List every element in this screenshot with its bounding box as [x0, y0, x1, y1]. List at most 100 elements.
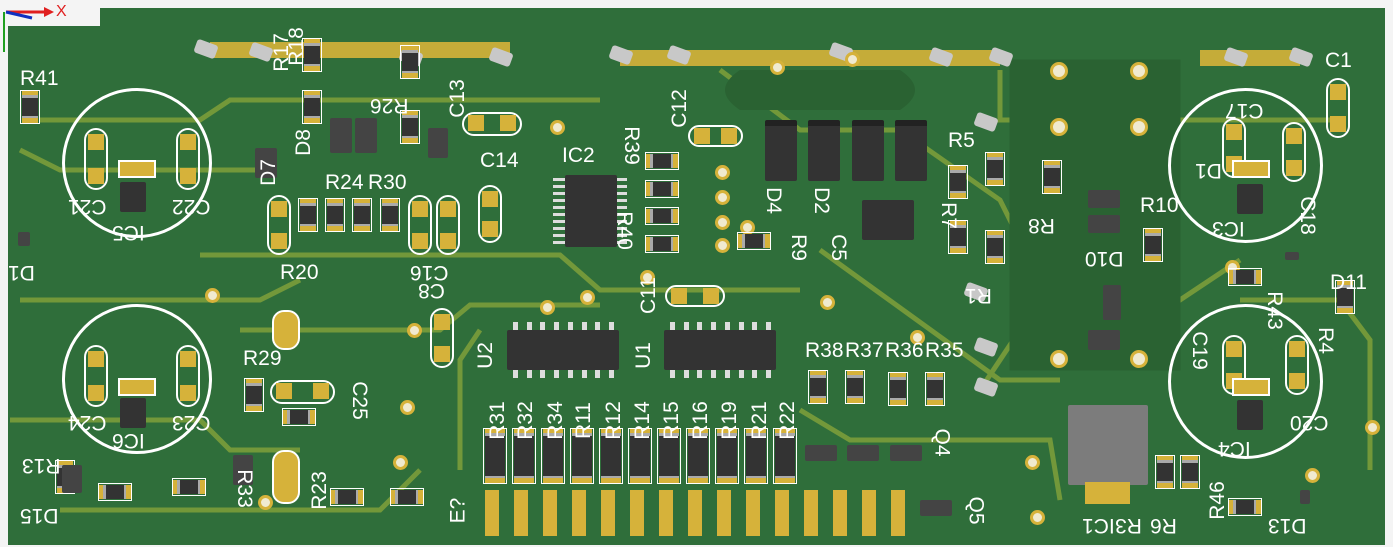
- capacitor-pad: [440, 233, 456, 249]
- silkscreen-label-r37: R37: [845, 339, 884, 362]
- transistor-sot23: [330, 118, 352, 153]
- silkscreen-label-d10: D10: [1085, 247, 1124, 270]
- resistor-body: [650, 182, 674, 196]
- silkscreen-label-r12: R12: [601, 401, 625, 440]
- resistor-1206: [744, 428, 768, 484]
- resistor-body: [543, 433, 563, 479]
- resistor-body: [327, 203, 343, 227]
- ic-footprint-ring: [1168, 88, 1323, 243]
- silkscreen-label-r35: R35: [925, 339, 964, 362]
- silkscreen-label-r21: R21: [747, 401, 771, 440]
- silkscreen-label-d15: D15: [20, 504, 59, 527]
- mounting-pad: [1050, 350, 1068, 368]
- silkscreen-label-ic1: IC1: [1082, 514, 1115, 537]
- ic-pin: [553, 241, 565, 244]
- capacitor: [84, 345, 108, 407]
- silkscreen-label-r3: R3: [1115, 514, 1142, 537]
- transistor-sot23: [1300, 490, 1310, 504]
- diode-smd: [765, 120, 797, 181]
- ic-pin: [617, 234, 627, 237]
- silkscreen-label-r20: R20: [280, 261, 319, 284]
- capacitor: [430, 308, 454, 368]
- silkscreen-label-ic3: IC3: [1212, 217, 1245, 240]
- capacitor-pad: [180, 168, 196, 184]
- edge-connector-finger: [746, 490, 760, 536]
- ic-pin: [553, 234, 565, 237]
- ic-pin: [553, 227, 565, 230]
- resistor-1206: [302, 90, 322, 124]
- resistor-1206: [1143, 228, 1163, 262]
- resistor-body: [659, 433, 679, 479]
- ic-pin: [554, 322, 560, 330]
- transistor-sot23: [1285, 252, 1299, 260]
- trace: [798, 407, 1063, 501]
- regulator-tab: [1085, 482, 1130, 504]
- capacitor-pad: [180, 351, 196, 367]
- resistor-1206: [985, 152, 1005, 186]
- silkscreen-label-r4: R4: [1313, 327, 1337, 354]
- capacitor-pad: [180, 385, 196, 401]
- via: [407, 323, 422, 338]
- resistor-1206: [1228, 268, 1262, 286]
- silkscreen-label-r24: R24: [325, 171, 364, 194]
- silkscreen-label-r34: R34: [543, 401, 567, 440]
- led-pad: [1232, 378, 1270, 396]
- resistor-body: [650, 154, 674, 168]
- sot-regulator: [120, 398, 146, 428]
- silkscreen-label-r26: R26: [370, 94, 409, 117]
- capacitor: [176, 128, 200, 190]
- via: [258, 495, 273, 510]
- transistor-sot23: [18, 232, 30, 246]
- ic-footprint-ring: [1168, 304, 1323, 459]
- resistor-body: [810, 375, 826, 399]
- silkscreen-label-q5: Q5: [964, 496, 988, 525]
- capacitor: [436, 195, 460, 255]
- silkscreen-label-r36: R36: [885, 339, 924, 362]
- silkscreen-label-c5: C5: [826, 234, 850, 261]
- ic-pin: [540, 370, 546, 378]
- ic-ic2: [565, 175, 617, 247]
- edge-connector-finger: [688, 490, 702, 536]
- ic-pin: [526, 370, 532, 378]
- resistor-1206: [172, 478, 206, 496]
- silkscreen-label-c8: C8: [418, 279, 445, 302]
- resistor-1206: [244, 378, 264, 412]
- ic-pin: [595, 322, 601, 330]
- silkscreen-label-c11: C11: [636, 277, 660, 314]
- edge-connector-finger: [543, 490, 557, 536]
- silkscreen-label-r11: R11: [571, 402, 595, 439]
- trace: [818, 247, 1060, 383]
- resistor-body: [927, 377, 943, 401]
- capacitor: [270, 380, 335, 404]
- resistor-body: [1233, 500, 1257, 514]
- capacitor: [1285, 335, 1309, 395]
- ic-pin: [609, 322, 614, 330]
- resistor-body: [987, 235, 1003, 259]
- resistor-1206: [298, 198, 318, 232]
- edge-connector-finger: [601, 490, 615, 536]
- resistor-1206: [657, 428, 681, 484]
- silkscreen-label-r9: R9: [786, 234, 810, 261]
- ic-pin: [617, 241, 627, 244]
- resistor-body: [354, 203, 370, 227]
- ic-pin: [567, 370, 573, 378]
- resistor-body: [304, 95, 320, 119]
- resistor-1206: [1180, 455, 1200, 489]
- resistor-body: [1044, 165, 1060, 189]
- resistor-1206: [645, 207, 679, 225]
- ic-pin: [683, 322, 689, 330]
- resistor-1206: [773, 428, 797, 484]
- ic-pin: [766, 322, 771, 330]
- ic-pin: [752, 322, 758, 330]
- silkscreen-label-c24: C24: [68, 411, 107, 434]
- capacitor-pad: [468, 115, 484, 131]
- resistor-1206: [1228, 498, 1262, 516]
- resistor-1206: [948, 165, 968, 199]
- resistor-1206: [1042, 160, 1062, 194]
- edge-connector-finger: [630, 490, 644, 536]
- ic-pin: [553, 178, 565, 181]
- silkscreen-label-r46: R46: [1205, 481, 1229, 520]
- ic-pin: [724, 322, 730, 330]
- ic-pin: [553, 199, 565, 202]
